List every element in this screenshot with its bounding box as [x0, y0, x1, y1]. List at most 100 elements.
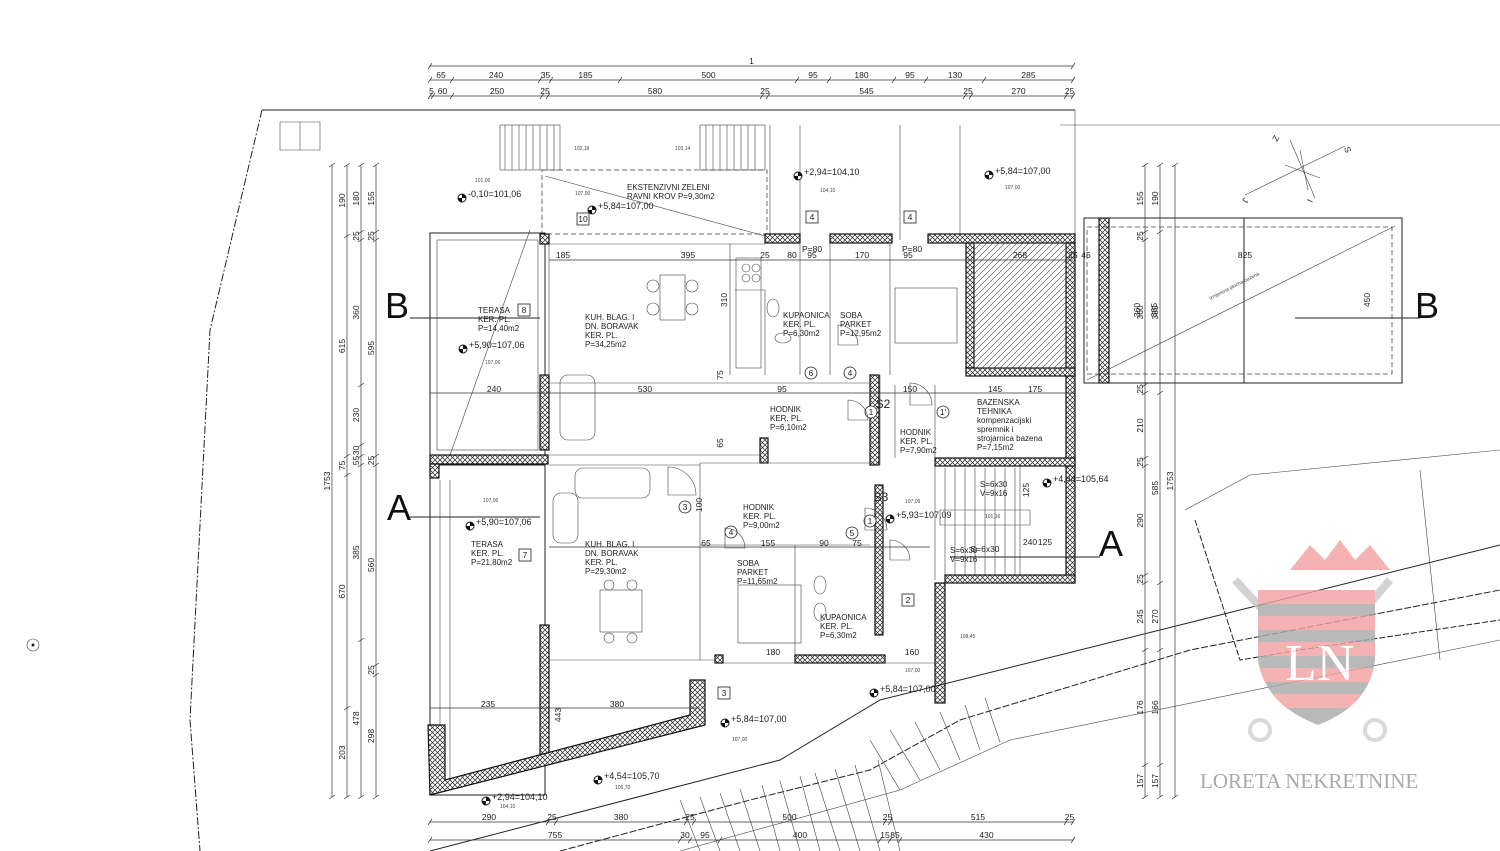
dim-top: 580: [648, 86, 662, 96]
dim-right: 585: [1150, 481, 1160, 495]
stair-label: V=9x16: [950, 555, 978, 564]
dim-top: 25: [760, 86, 770, 96]
dim-interior: 360: [1132, 303, 1142, 317]
room-label-line: KER. PL.: [770, 414, 803, 423]
dim-left: 190: [337, 193, 347, 207]
room-label-line: HODNIK: [770, 405, 802, 414]
dim-right: 155: [1135, 191, 1145, 205]
dim-top: 60: [438, 86, 448, 96]
detail-tag: 8: [522, 305, 527, 315]
dim-interior: 95: [903, 250, 913, 260]
detail-tag: 4: [908, 212, 913, 222]
door-width: P=80: [802, 244, 822, 254]
dim-top: 285: [1021, 70, 1035, 80]
section-a-right: A: [1099, 523, 1123, 564]
dim-left: 385: [351, 545, 361, 559]
dim-right: 385: [1150, 305, 1160, 319]
level-note: 107,06: [485, 360, 501, 366]
detail-tag: 10: [578, 214, 588, 224]
room-label-line: KUH. BLAG. I: [585, 313, 634, 322]
dim-top: 545: [859, 86, 873, 96]
dim-bottom: 400: [793, 830, 807, 840]
section-a-left: A: [387, 487, 411, 528]
dim-left: 478: [351, 711, 361, 725]
compass-rose-icon: Z S J I: [1240, 133, 1353, 204]
stair-label: S=6x30: [980, 480, 1008, 489]
level-note: 108,45: [960, 634, 976, 640]
dim-left: 30: [351, 446, 361, 456]
detail-tag: 4: [810, 212, 815, 222]
door-number: S2: [876, 397, 891, 411]
room-label-line: P=29,30m2: [585, 567, 627, 576]
level-note: 105,70: [615, 785, 631, 791]
level-note: 107,09: [905, 499, 921, 505]
dim-interior: 180: [766, 647, 780, 657]
stair-label: S=6x30: [950, 546, 978, 555]
furniture: [552, 257, 958, 644]
dim-top: 35: [541, 70, 551, 80]
room-label-line: P=11,65m2: [737, 577, 778, 586]
watermark-monogram: LN: [1285, 635, 1354, 692]
detail-tag: 2: [906, 595, 911, 605]
dim-interior: 443: [553, 708, 563, 722]
elevation-label: +5,93=107,09: [896, 510, 952, 520]
level-note: 104,10: [820, 188, 836, 194]
dim-bottom: 95: [700, 830, 710, 840]
level-note: 104,10: [500, 804, 516, 810]
dim-interior: 155: [761, 538, 775, 548]
dim-top: 25: [1065, 86, 1075, 96]
dim-top: 25: [540, 86, 550, 96]
room-label-line: KER. PL.: [478, 315, 511, 324]
detail-tag: 3: [722, 688, 727, 698]
dim-bottom: 500: [782, 812, 796, 822]
elevation-label: +2,94=104,10: [804, 167, 860, 177]
dim-interior: 380: [610, 699, 624, 709]
elevation-label: +5,90=107,06: [469, 340, 525, 350]
elevation-label: +4,44=105,64: [1053, 474, 1109, 484]
dim-top: 25: [963, 86, 973, 96]
dim-bottom: 430: [979, 830, 993, 840]
room-label-line: KER. PL.: [820, 622, 853, 631]
dim-interior: 235: [481, 699, 495, 709]
elevation-label: +5,84=107,00: [731, 714, 787, 724]
room-label-line: P=6,30m2: [820, 631, 857, 640]
dim-interior: 145: [988, 384, 1002, 394]
room-label-line: TERASA: [471, 540, 504, 549]
compass-south: S: [1342, 145, 1353, 154]
door-width: P=80: [902, 244, 922, 254]
dim-top: 240: [489, 70, 503, 80]
dim-bottom: 290: [482, 812, 496, 822]
room-label-line: P=21,80m2: [471, 558, 513, 567]
room-label-line: P=6,10m2: [770, 423, 807, 432]
room-label-line: DN. BORAVAK: [585, 549, 639, 558]
room-label-line: KER. PL.: [743, 512, 776, 521]
dim-right: 25: [1135, 384, 1145, 394]
dim-left: 203: [337, 745, 347, 759]
walls: [427, 233, 1076, 796]
dim-left: 25: [366, 456, 376, 466]
elevation-label: +5,84=107,00: [995, 166, 1051, 176]
room-label-line: P=12,95m2: [840, 329, 882, 338]
level-note: 103,14: [675, 146, 691, 152]
room-label-line: KUPAONICA: [783, 311, 830, 320]
dim-left: 55: [351, 456, 361, 466]
dim-left: 25: [351, 231, 361, 241]
elevation-label: +4,54=105,70: [604, 771, 660, 781]
door-number: 6: [809, 368, 814, 378]
elevation-label: +5,84=107,00: [598, 201, 654, 211]
level-note: 107,06: [483, 498, 499, 504]
room-label-line: KER. PL.: [471, 549, 504, 558]
pool: izmjerena plocha bazena: [973, 217, 1403, 384]
site-slope: [429, 449, 1500, 851]
dim-interior: 240: [1023, 537, 1037, 547]
door-number: 1: [869, 407, 874, 417]
compass-east: I: [1305, 197, 1315, 203]
room-label-line: P=9,00m2: [743, 521, 780, 530]
level-note: 107,00: [905, 668, 921, 674]
room-label-line: SOBA: [737, 559, 760, 568]
door-number: 4: [848, 368, 853, 378]
dim-bottom: 25: [685, 812, 695, 822]
dim-right: 1753: [1165, 471, 1175, 490]
section-b-left: B: [385, 285, 409, 326]
